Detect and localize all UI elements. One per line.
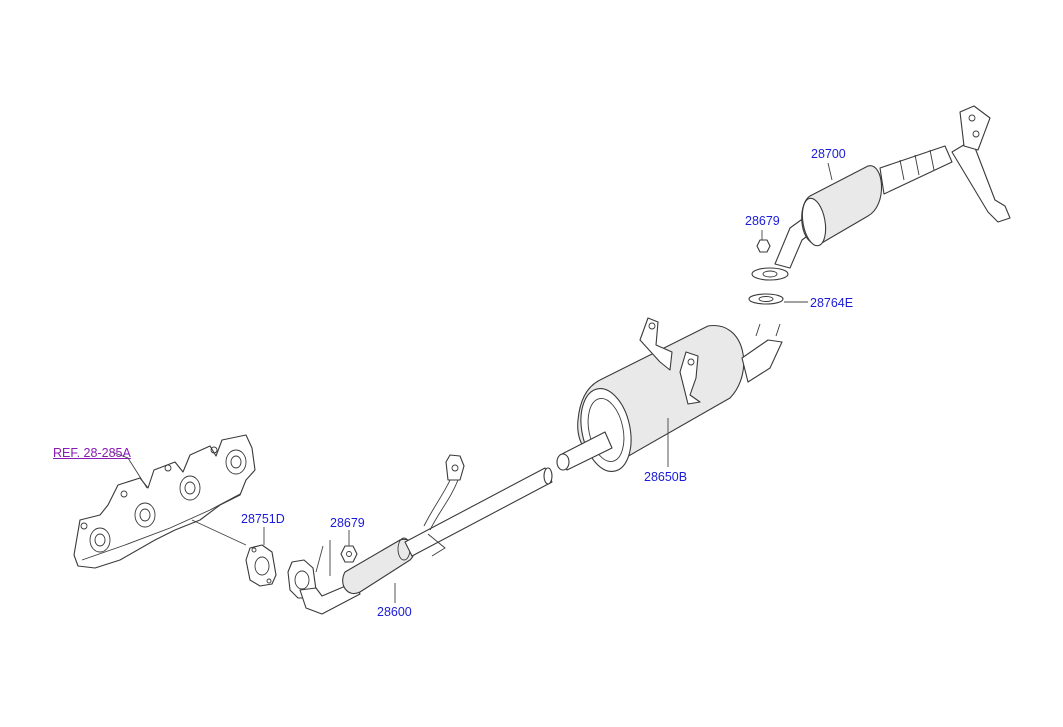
front-pipe-assembly: [287, 454, 553, 615]
rear-gasket-label[interactable]: 28764E: [810, 296, 854, 310]
front-pipe-label[interactable]: 28600: [377, 605, 412, 619]
nut-front-label[interactable]: 28679: [330, 516, 365, 530]
gasket-front-label[interactable]: 28751D: [241, 512, 285, 526]
nut-front: [340, 545, 358, 563]
rear-flange: [751, 267, 789, 281]
nut-rear: [756, 239, 771, 253]
leader-lines: [111, 162, 833, 603]
rear-gasket: [748, 293, 784, 305]
rear-muffler-label[interactable]: 28700: [811, 147, 846, 161]
rear-muffler: [774, 105, 1011, 269]
ref-manifold-label[interactable]: REF. 28-285A: [53, 446, 131, 460]
center-muffler: [556, 317, 783, 472]
center-muffler-label[interactable]: 28650B: [644, 470, 688, 484]
front-gasket: [245, 544, 277, 587]
exhaust-manifold: [73, 434, 256, 569]
nut-rear-label[interactable]: 28679: [745, 214, 780, 228]
